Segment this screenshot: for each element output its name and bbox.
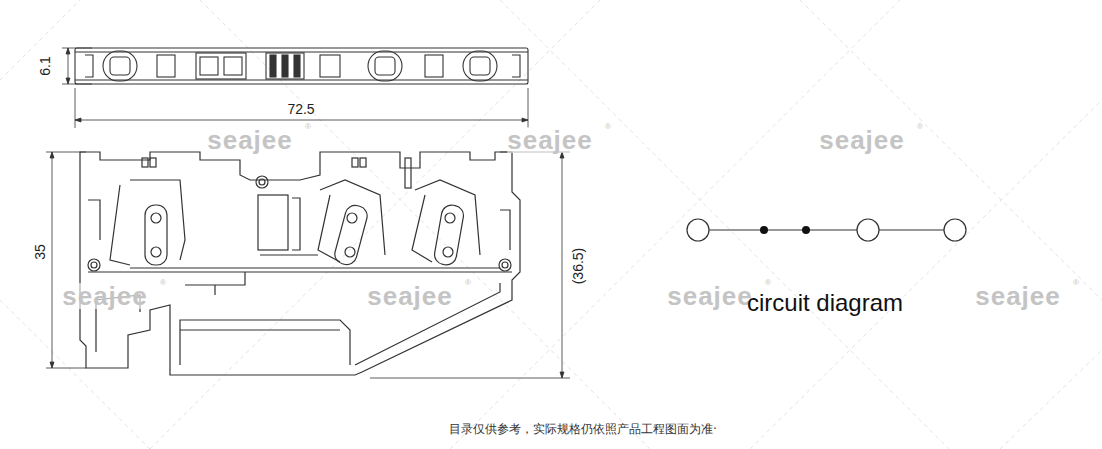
front-view [80,152,520,375]
dimension-value: 6.1 [38,56,52,75]
watermark-mark: ® [305,123,311,131]
watermark: seajee [62,283,148,309]
dimension-value: 35 [33,244,47,260]
watermark: seajee [819,127,905,153]
dimension-lines [46,48,570,378]
watermark-mark: ® [917,123,923,131]
watermark-mark: ® [160,279,166,287]
footer-note: 目录仅供参考，实际规格仍依照产品工程图面为准· [449,423,717,435]
watermark-mark: ® [1073,279,1079,287]
watermark: seajee [975,283,1061,309]
watermark-mark: ® [765,279,771,287]
watermark: seajee [207,127,293,153]
circuit-diagram [687,219,966,241]
watermark-mark: ® [605,123,611,131]
dimension-value: 72.5 [287,102,314,116]
dimension-value: (36.5) [571,248,585,285]
watermark: seajee [667,283,753,309]
watermark-mark: ® [465,279,471,287]
top-view [75,48,528,84]
caption-text: circuit diagram [747,291,903,315]
watermark: seajee [367,283,453,309]
watermark: seajee [507,127,593,153]
